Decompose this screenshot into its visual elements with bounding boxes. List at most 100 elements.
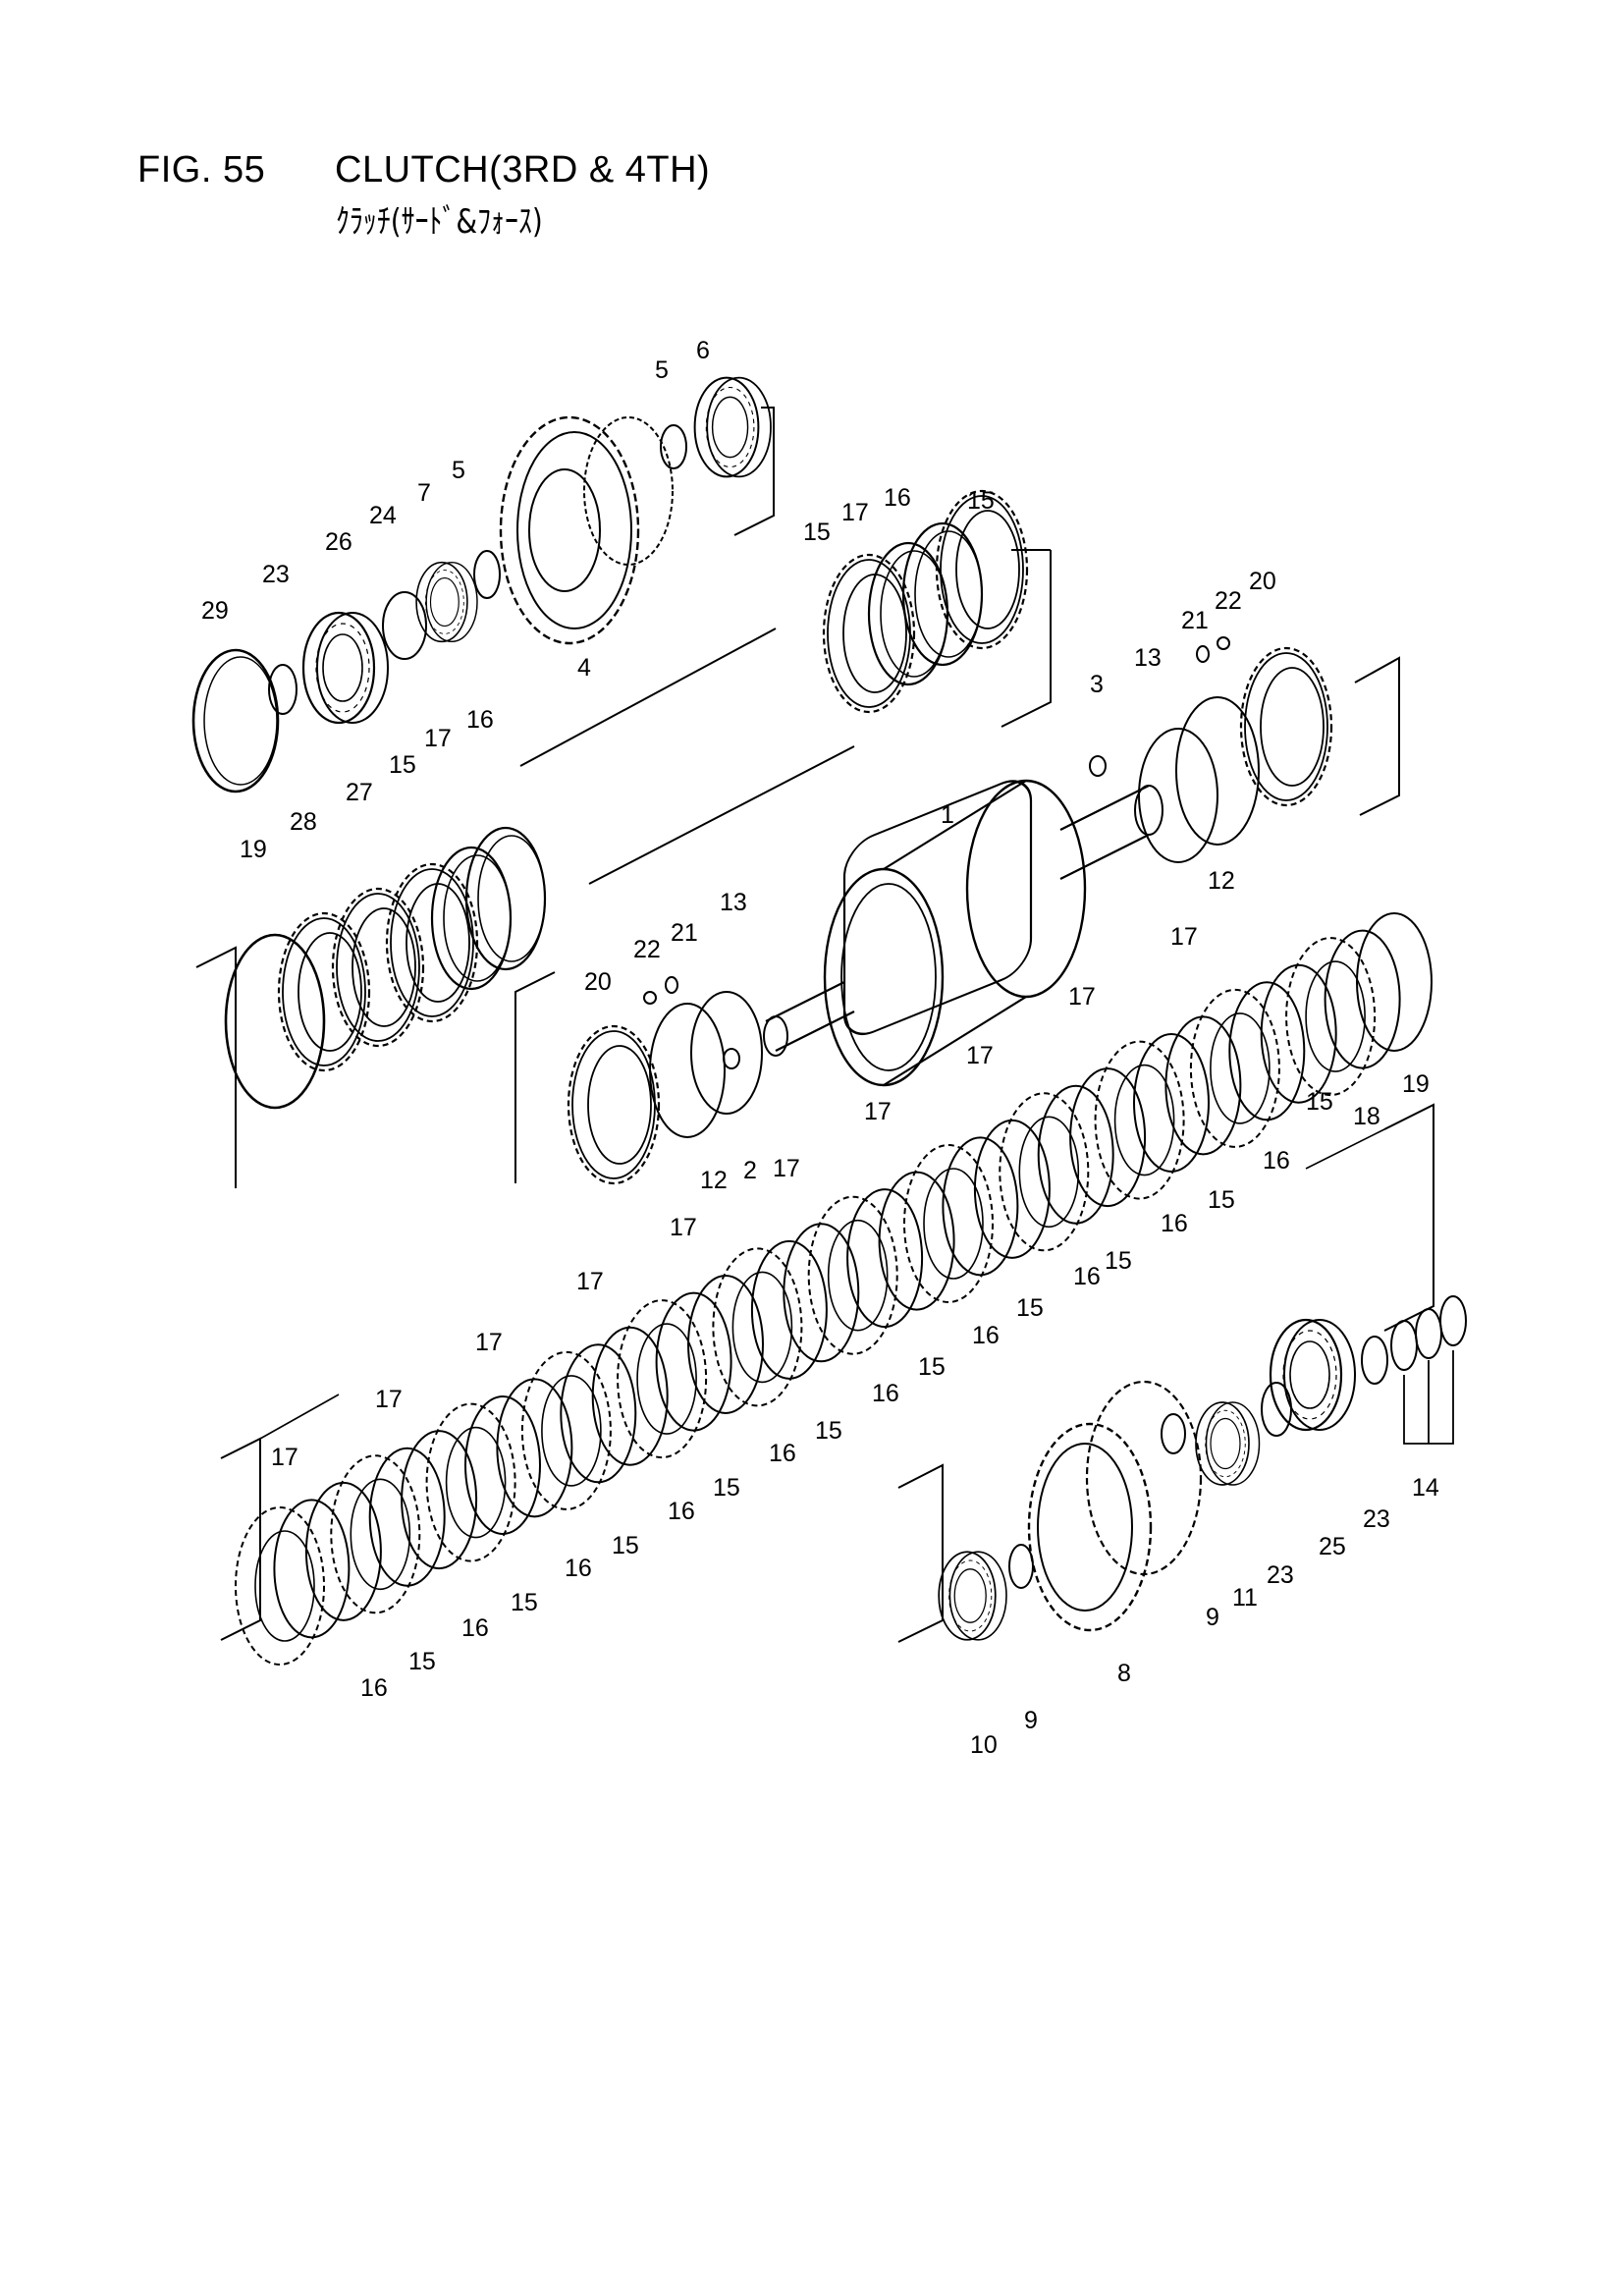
separator-plate (1260, 963, 1337, 1104)
callout-15: 15 (918, 1353, 946, 1381)
steel-plate (1324, 929, 1401, 1069)
separator-plate (973, 1119, 1051, 1259)
friction-disc-inner-edge (827, 1219, 889, 1332)
part-9-snap-ring-upper (1161, 1413, 1186, 1454)
part-3-spring (1089, 755, 1107, 777)
callout-8: 8 (1117, 1660, 1131, 1687)
callout-15: 15 (1208, 1186, 1235, 1214)
steel-plate (273, 1499, 351, 1639)
steel-plate (846, 1188, 924, 1329)
part-8-gear (1027, 1380, 1203, 1632)
part-26-bearing (301, 611, 390, 725)
separator-plate (878, 1171, 955, 1311)
callout-16: 16 (565, 1555, 592, 1582)
callout-15: 15 (1016, 1294, 1044, 1322)
callout-20b: 20 (584, 968, 612, 996)
callout-16: 16 (1161, 1210, 1188, 1237)
part-20-gear (567, 1024, 661, 1185)
part-25-bearing (1269, 1318, 1357, 1432)
part-23-snap-ring (268, 664, 298, 715)
part-5-snap-ring (473, 550, 501, 599)
part-5-snap-ring-upper (660, 424, 687, 469)
callout-16: 16 (884, 484, 911, 512)
callout-15: 15 (713, 1474, 740, 1502)
callout-12b: 12 (700, 1167, 728, 1194)
part-2-spring (723, 1048, 740, 1069)
steel-plate (1133, 1033, 1210, 1173)
callout-17: 17 (1170, 923, 1198, 951)
friction-disc (1285, 937, 1377, 1097)
callout-27: 27 (346, 779, 373, 806)
callout-7: 7 (417, 479, 431, 507)
callout-15: 15 (815, 1417, 842, 1445)
part-12-ring (649, 1003, 726, 1138)
callout-17: 17 (966, 1042, 994, 1069)
lower-disc-pack (220, 912, 1434, 1666)
part-14-ring-a (1390, 1320, 1418, 1371)
callout-22b: 22 (633, 936, 661, 963)
callout-17: 17 (375, 1386, 403, 1413)
friction-disc (1189, 988, 1280, 1148)
part-23-snap-ring-a (1261, 1382, 1292, 1437)
callout-15: 15 (1105, 1247, 1132, 1275)
steel-plate (655, 1291, 732, 1432)
callout-15: 15 (967, 487, 995, 515)
callout-28: 28 (290, 808, 317, 836)
top-gear-assembly (191, 376, 775, 793)
callout-2: 2 (743, 1157, 757, 1184)
callout-1: 1 (941, 801, 954, 829)
friction-disc-inner-edge (923, 1168, 984, 1280)
figure-number: FIG. 55 (137, 149, 266, 191)
steel-plate (750, 1239, 828, 1380)
center-gear-left (514, 971, 763, 1185)
callout-5: 5 (655, 356, 669, 384)
callout-18: 18 (1353, 1103, 1380, 1130)
callout-14: 14 (1412, 1474, 1439, 1502)
callout-9: 9 (1206, 1604, 1219, 1631)
callout-12: 12 (1208, 867, 1235, 895)
steel-plate (560, 1343, 637, 1484)
friction-disc-inner-edge (1018, 1116, 1080, 1229)
callout-17: 17 (424, 725, 452, 752)
callout-17: 17 (1068, 983, 1096, 1011)
part-10-bearing (938, 1551, 1007, 1641)
part-11-bearing (1195, 1401, 1261, 1486)
callout-16: 16 (1073, 1263, 1101, 1290)
part-14-ring-b (1415, 1308, 1442, 1359)
part-20-gear-right (1239, 646, 1333, 807)
callout-16: 16 (668, 1498, 695, 1525)
callout-16: 16 (461, 1614, 489, 1642)
callout-15: 15 (803, 519, 831, 546)
center-gear-right (1138, 636, 1400, 863)
friction-disc (520, 1350, 612, 1510)
steel-plate (464, 1395, 541, 1535)
friction-disc-inner-edge (636, 1323, 697, 1435)
steel-plate (368, 1447, 446, 1587)
callout-13b: 13 (720, 889, 747, 916)
friction-disc-inner-edge (541, 1375, 602, 1487)
callout-3: 3 (1090, 671, 1104, 698)
steel-plate (1228, 981, 1306, 1121)
callout-25: 25 (1319, 1533, 1346, 1560)
friction-disc (1094, 1040, 1185, 1200)
callout-17: 17 (670, 1214, 697, 1241)
callout-19b: 19 (240, 836, 267, 863)
callout-16: 16 (872, 1380, 899, 1407)
callout-19: 19 (1402, 1070, 1430, 1098)
callout-11: 11 (1232, 1584, 1258, 1612)
part-14-ring-c (1439, 1295, 1467, 1346)
callout-23c: 23 (1363, 1505, 1390, 1533)
callout-22: 22 (1215, 587, 1242, 615)
callout-16: 16 (466, 706, 494, 734)
friction-disc (235, 1506, 325, 1666)
callout-15: 15 (408, 1648, 436, 1675)
part-9-snap-ring (1008, 1544, 1034, 1589)
friction-disc (712, 1247, 803, 1407)
callout-20: 20 (1249, 568, 1276, 595)
separator-plate (783, 1223, 860, 1363)
upper-disc-pack (822, 489, 1052, 728)
friction-disc (903, 1144, 994, 1303)
callout-16: 16 (972, 1322, 1000, 1349)
main-shaft-assembly (519, 628, 1163, 1087)
